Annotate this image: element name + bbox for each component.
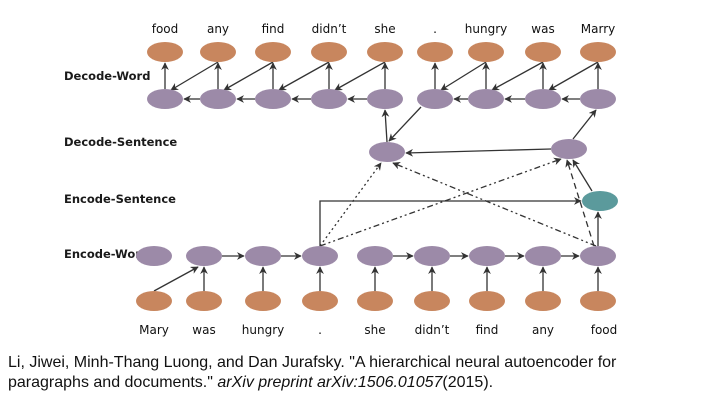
decoder-output-word-node — [580, 42, 616, 62]
encoder-hidden-node — [580, 246, 616, 266]
encoder-input-word-node — [469, 291, 505, 311]
encoder-hidden-node — [245, 246, 281, 266]
encoder-hidden-node — [525, 246, 561, 266]
decode-sentence-node — [369, 142, 405, 162]
encoder-word-label: she — [364, 323, 385, 337]
decoder-output-word-node — [468, 42, 504, 62]
edge-input-to-hidden — [153, 266, 199, 292]
edge-output-feedback — [278, 61, 330, 91]
decoder-word-label: didn’t — [312, 22, 347, 36]
decoder-output-word-node — [417, 42, 453, 62]
decoder-output-word-node — [311, 42, 347, 62]
decoder-hidden-node — [580, 89, 616, 109]
encoder-word-label: Mary — [139, 323, 169, 337]
row-label-decode-sentence: Decode-Sentence — [64, 135, 177, 149]
edge-sentence-to-decoder — [381, 109, 390, 143]
edges — [153, 61, 602, 292]
citation-year: (2015). — [442, 374, 494, 391]
decoder-output-word-node — [525, 42, 561, 62]
edge-dotted — [319, 162, 382, 247]
edge-output-feedback — [170, 61, 219, 91]
decoder-hidden-node — [255, 89, 291, 109]
edge-output-feedback — [440, 61, 487, 91]
citation-venue: arXiv preprint arXiv:1506.01057 — [217, 374, 443, 391]
encoder-word-label: didn’t — [415, 323, 450, 337]
encoder-hidden-node — [186, 246, 222, 266]
encoder-input-word-node — [525, 291, 561, 311]
encoder-word-label: . — [318, 323, 322, 337]
decoder-word-label: . — [433, 22, 437, 36]
decoder-word-label: hungry — [465, 22, 507, 36]
decoder-hidden-node — [525, 89, 561, 109]
encoder-input-word-node — [186, 291, 222, 311]
encoder-word-label: find — [476, 323, 499, 337]
decoder-word-label: any — [207, 22, 229, 36]
decoder-word-label: food — [152, 22, 179, 36]
decoder-hidden-node — [200, 89, 236, 109]
encoder-word-label: hungry — [242, 323, 284, 337]
edge-output-feedback — [223, 61, 274, 91]
edge-dashdot — [319, 157, 562, 247]
decoder-word-label: she — [374, 22, 395, 36]
edge-output-feedback — [334, 61, 386, 91]
encoder-word-label: was — [192, 323, 215, 337]
decoder-hidden-node — [468, 89, 504, 109]
decoder-hidden-node — [367, 89, 403, 109]
edge-output-feedback — [491, 61, 544, 91]
decoder-output-word-node — [255, 42, 291, 62]
encoder-input-word-node — [357, 291, 393, 311]
word-labels: Mary was hungry. she didn’t find any food food an… — [139, 22, 617, 337]
citation-authors-title: Li, Jiwei, Minh-Thang Luong, and Dan Jur… — [8, 354, 617, 391]
encoder-hidden-node — [357, 246, 393, 266]
decode-sentence-node — [551, 139, 587, 159]
hierarchical-autoencoder-diagram: Decode-Word Decode-Sentence Encode-Sente… — [64, 22, 618, 337]
encoder-input-word-node — [580, 291, 616, 311]
edge-sentence1-to-paragraph — [319, 197, 582, 246]
row-label-encode-word: Encode-Word — [64, 247, 149, 261]
citation: Li, Jiwei, Minh-Thang Luong, and Dan Jur… — [8, 353, 698, 393]
row-label-decode-word: Decode-Word — [64, 69, 150, 83]
encoder-input-word-node — [245, 291, 281, 311]
edge-sentence-to-decoder — [572, 109, 597, 140]
encoder-word-label: any — [532, 323, 554, 337]
edge-paragraph-to-decode-sentence — [572, 159, 593, 192]
decoder-output-word-node — [200, 42, 236, 62]
encoder-input-word-node — [136, 291, 172, 311]
edge-decoder-to-sentence — [388, 106, 422, 142]
decoder-word-label: Marry — [581, 22, 615, 36]
nodes — [136, 42, 618, 311]
decoder-output-word-node — [147, 42, 183, 62]
decoder-word-label: was — [531, 22, 554, 36]
decoder-hidden-node — [311, 89, 347, 109]
encoder-hidden-node — [414, 246, 450, 266]
edge-dashdot — [392, 162, 597, 247]
encoder-hidden-node — [469, 246, 505, 266]
edge-decode-sentence-recurrence — [405, 148, 552, 157]
row-label-encode-sentence: Encode-Sentence — [64, 192, 176, 206]
encoder-hidden-node — [136, 246, 172, 266]
edge-output-feedback — [548, 61, 599, 91]
decoder-output-word-node — [367, 42, 403, 62]
encoder-word-label: food — [591, 323, 618, 337]
edge-dashed — [565, 159, 595, 247]
decoder-hidden-node — [417, 89, 453, 109]
encoder-input-word-node — [302, 291, 338, 311]
encoder-input-word-node — [414, 291, 450, 311]
decoder-word-label: find — [262, 22, 285, 36]
decoder-hidden-node — [147, 89, 183, 109]
encoder-hidden-node — [302, 246, 338, 266]
paragraph-encoding-node — [582, 191, 618, 211]
